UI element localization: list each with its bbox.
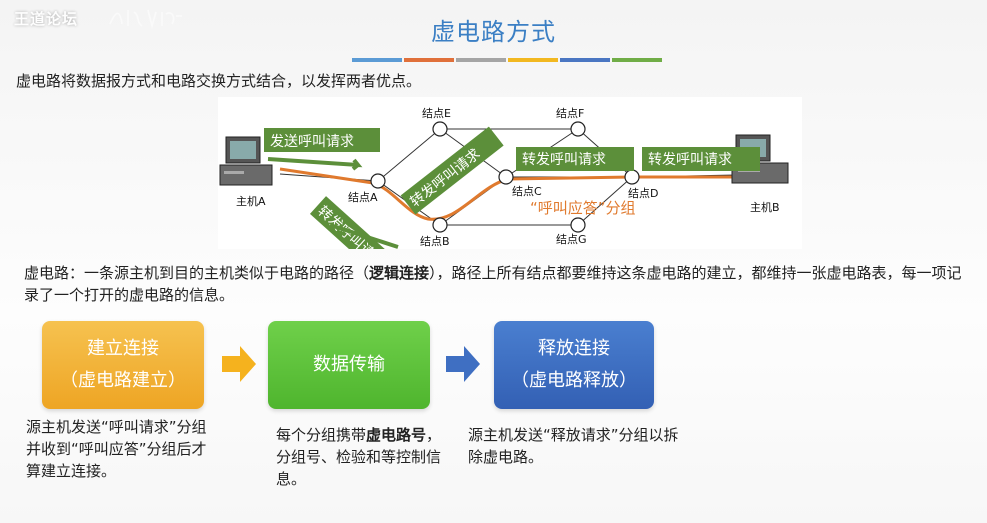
host-a-label: 主机A xyxy=(236,194,266,208)
color-bar-4 xyxy=(508,58,558,62)
color-bar-6 xyxy=(612,58,662,62)
step-data-transfer: 数据传输 xyxy=(268,321,430,409)
node-c-label: 结点C xyxy=(512,185,542,198)
node-b xyxy=(432,217,448,233)
host-b-label: 主机B xyxy=(750,200,780,214)
tag-forward-1: 转发呼叫请求 xyxy=(309,196,410,249)
svg-text:转发呼叫请求: 转发呼叫请求 xyxy=(648,152,732,168)
node-c xyxy=(498,169,514,185)
vc-number-emphasis: 虚电路号 xyxy=(366,426,427,444)
host-a-computer-icon xyxy=(219,136,273,186)
arrow-right-icon xyxy=(446,346,480,382)
node-g-label: 结点G xyxy=(556,233,587,246)
tag-forward-1-arrow xyxy=(329,223,399,249)
node-d xyxy=(624,169,640,185)
arrow-right-icon xyxy=(222,346,256,382)
establish-description: 源主机发送“呼叫请求”分组并收到“呼叫应答”分组后才算建立连接。 xyxy=(26,418,207,480)
svg-text:转发呼叫请求: 转发呼叫请求 xyxy=(522,152,606,168)
call-answer-label: “呼叫应答”分组 xyxy=(530,199,636,217)
node-f xyxy=(570,121,586,137)
tag-forward-4: 转发呼叫请求 xyxy=(642,147,760,171)
node-b-label: 结点B xyxy=(420,235,450,248)
watermark-signature-icon xyxy=(109,9,182,30)
node-f-label: 结点F xyxy=(556,107,584,120)
page-title: 虚电路方式 xyxy=(431,18,556,46)
tag-forward-2: 转发呼叫请求 xyxy=(400,126,504,215)
color-bar-2 xyxy=(404,58,454,62)
node-d-label: 结点D xyxy=(628,187,658,200)
node-e xyxy=(432,121,448,137)
network-nodes xyxy=(370,121,640,233)
tag-forward-3: 转发呼叫请求 xyxy=(516,147,634,171)
node-e-label: 结点E xyxy=(422,107,451,120)
node-g xyxy=(570,217,586,233)
node-a xyxy=(370,173,386,189)
watermark-logo: 王道论坛 xyxy=(14,10,79,28)
step-establish-connection: 建立连接 （虚电路建立） xyxy=(42,321,204,409)
color-bar-5 xyxy=(560,58,610,62)
svg-text:发送呼叫请求: 发送呼叫请求 xyxy=(270,134,354,150)
virtual-circuit-diagram: 主机A 主机B 结点A 结点B 结点C 结点D 结点E 结点F 结点G 发送呼叫… xyxy=(218,97,802,249)
step-release-connection: 释放连接 （虚电路释放） xyxy=(494,321,654,409)
transfer-description: 每个分组携带虚电路号，分组号、检验和等控制信息。 xyxy=(276,426,442,488)
virtual-circuit-path xyxy=(279,167,736,221)
tag-send-call: 发送呼叫请求 xyxy=(264,128,380,171)
node-a-label: 结点A xyxy=(348,191,378,204)
logical-connection-emphasis: 逻辑连接 xyxy=(369,264,430,282)
intro-text: 虚电路将数据报方式和电路交换方式结合，以发挥两者优点。 xyxy=(16,72,422,90)
color-bar-1 xyxy=(352,58,402,62)
release-description: 源主机发送“释放请求”分组以拆除虚电路。 xyxy=(468,426,679,466)
color-bar-3 xyxy=(456,58,506,62)
virtual-circuit-definition: 虚电路：一条源主机到目的主机类似于电路的路径（逻辑连接），路径上所有结点都要维持… xyxy=(24,264,962,304)
